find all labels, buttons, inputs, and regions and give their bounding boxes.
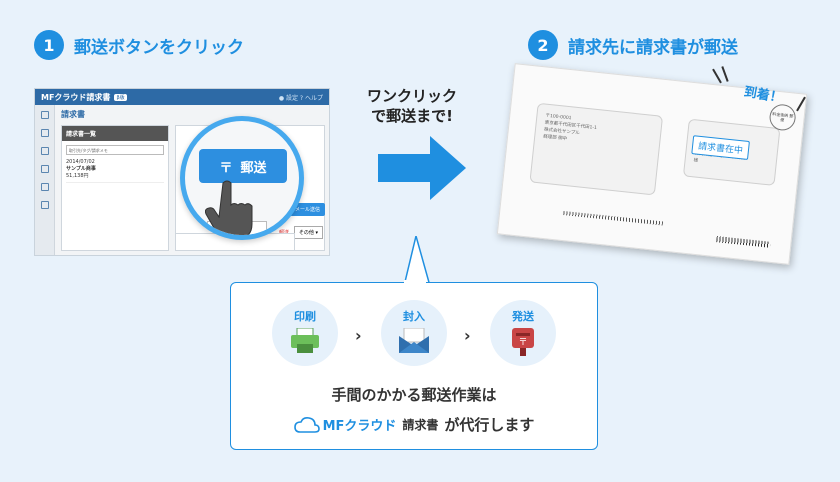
envelope-barcode (716, 236, 771, 248)
process-enclose-circle: 封入 (381, 300, 447, 366)
right-arrow-icon (378, 136, 466, 200)
row-date: 2014/07/02 (66, 159, 95, 165)
step-2-number: 2 (528, 30, 558, 60)
row-name: サンプル商事 (66, 166, 96, 172)
chevron-right-icon: › (464, 326, 471, 345)
process-ship: 発送 〒 (490, 300, 556, 366)
one-click-label: ワンクリック で郵送まで! (358, 86, 466, 126)
brand-logo: MFクラウド (293, 415, 397, 434)
list-item: 2014/07/02 サンプル商事 51,138円 (66, 159, 164, 183)
step-1-title: 郵送ボタンをクリック (74, 37, 244, 58)
step-2-header: 2 請求先に請求書が郵送 (528, 30, 738, 60)
recipient-address: 〒100-0001 東京都千代田区千代田1-1 株式会社サンプル 経理部 御中 (534, 104, 662, 161)
one-click-line-2: で郵送まで! (371, 107, 453, 125)
process-ship-label: 発送 (512, 310, 534, 323)
process-print-circle: 印刷 (272, 300, 338, 366)
step-1-header: 1 郵送ボタンをクリック (34, 30, 244, 60)
callout-tail (403, 236, 431, 286)
other-menu-button: その他 ▾ (293, 226, 323, 239)
app-sidebar (35, 105, 55, 255)
app-links: ● 設定 ? ヘルプ (278, 94, 323, 102)
process-enclose-label: 封入 (403, 310, 425, 323)
row-amount: 51,138円 (66, 173, 89, 179)
gear-icon (40, 165, 49, 173)
document-icon (40, 129, 49, 137)
spark-line (712, 68, 722, 84)
postbox-icon: 〒 (512, 328, 534, 356)
magnifier: 〒 郵送 PDF (180, 116, 304, 240)
gear-icon (40, 201, 49, 209)
beta-tag: β版 (114, 93, 127, 101)
callout-tail-joint (404, 280, 426, 286)
process-ship-circle: 発送 〒 (490, 300, 556, 366)
brand-line: MFクラウド 請求書 が代行します (230, 414, 598, 435)
process-print-label: 印刷 (294, 310, 316, 323)
svg-text:〒: 〒 (518, 338, 527, 348)
callout-line-1: 手間のかかる郵送作業は (331, 386, 497, 404)
cloud-icon (293, 416, 320, 433)
app-page-title: 請求書 (61, 110, 85, 119)
gear-icon (40, 147, 49, 155)
brand-logo-text: MFクラウド (322, 419, 397, 434)
postal-mark-icon: 〒 (219, 160, 233, 176)
brand-product: 請求書 (402, 418, 439, 432)
process-enclose: 封入 (381, 300, 447, 366)
invoice-search-input: 取引先/タグ/請求メモ (66, 145, 164, 155)
invoice-list-header: 請求書一覧 (62, 126, 168, 141)
step-2-title: 請求先に請求書が郵送 (568, 37, 738, 58)
step-1-number: 1 (34, 30, 64, 60)
document-icon (40, 183, 49, 191)
mail-button-label: 郵送 (240, 160, 267, 176)
envelope-icon (399, 328, 429, 353)
printer-icon (291, 328, 319, 353)
spark-line (721, 66, 729, 82)
address-window: 〒100-0001 東京都千代田区千代田1-1 株式会社サンプル 経理部 御中 (529, 102, 664, 226)
home-icon (40, 111, 49, 119)
mail-button[interactable]: 〒 郵送 (199, 149, 287, 183)
brand-tail: が代行します (444, 416, 535, 434)
mail-send-button: メール送信 (289, 203, 325, 216)
app-logo: MFクラウド請求書 (41, 92, 111, 102)
address-barcode (563, 211, 664, 226)
process-print: 印刷 (272, 300, 338, 366)
one-click-line-1: ワンクリック (366, 87, 457, 105)
pointing-hand-icon (205, 180, 253, 235)
chevron-right-icon: › (355, 326, 362, 345)
app-topbar: MFクラウド請求書 β版 ● 設定 ? ヘルプ (35, 89, 329, 105)
invoice-list-panel: 請求書一覧 取引先/タグ/請求メモ 2014/07/02 サンプル商事 51,1… (61, 125, 169, 251)
